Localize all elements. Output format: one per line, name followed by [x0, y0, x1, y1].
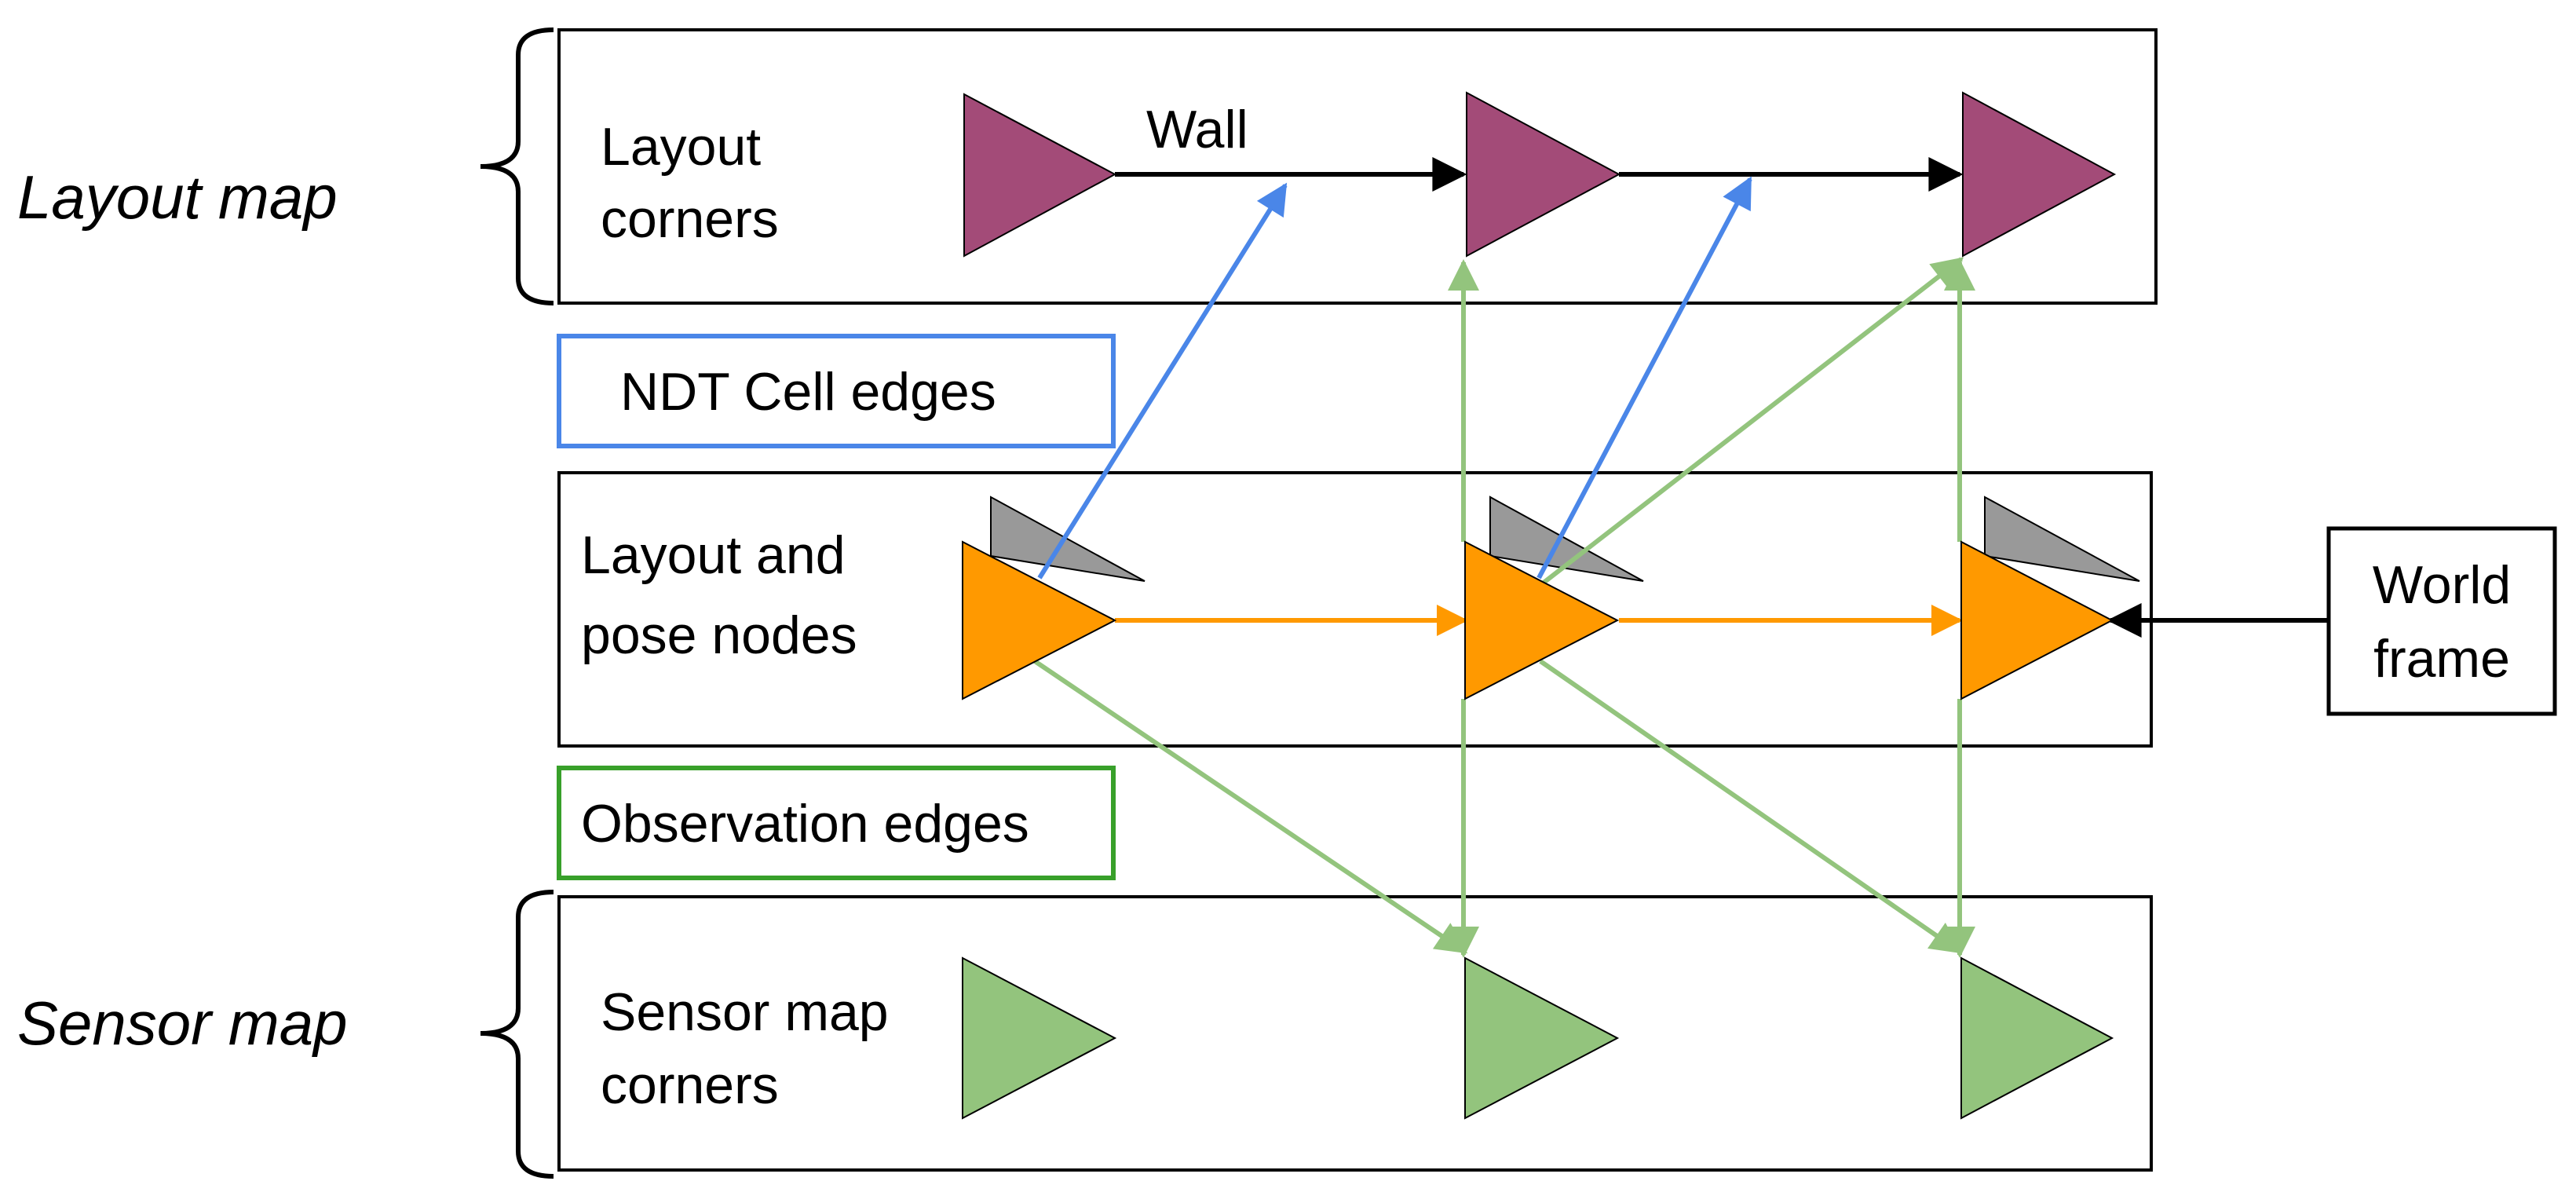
pose-shadow-2: [1489, 495, 1644, 582]
sensor-map-label: Sensor map: [17, 989, 348, 1058]
pose-shadow-1: [990, 495, 1145, 582]
observation-legend-box: [557, 766, 1116, 880]
layout-corner-node-2: [1466, 91, 1621, 258]
pose-node-1: [962, 540, 1117, 700]
layout-corners-box: [557, 28, 2158, 305]
ndt-edge-2: [1536, 176, 1752, 580]
ndt-legend-label: NDT Cell edges: [620, 362, 996, 422]
wall-label: Wall: [1146, 100, 1248, 159]
sensor-map-corners-box: [557, 895, 2153, 1172]
layout-map-brace: [480, 27, 554, 305]
pose-shadow-3: [1984, 495, 2140, 582]
sensor-corner-node-2: [1464, 956, 1620, 1120]
pose-node-2: [1464, 540, 1620, 700]
ndt-edge-1: [1037, 182, 1288, 580]
observation-edge-2: [1542, 257, 1964, 585]
layout-corners-label-line1: Layout: [601, 117, 761, 177]
sensor-map-corners-label-line2: corners: [601, 1055, 779, 1115]
sensor-map-brace: [480, 890, 554, 1179]
sensor-corner-node-1: [962, 956, 1117, 1120]
layout-map-label: Layout map: [17, 163, 338, 232]
sensor-map-corners-label-line1: Sensor map: [601, 982, 889, 1042]
sensor-corner-node-3: [1960, 956, 2114, 1120]
layout-corners-label-line2: corners: [601, 189, 779, 249]
layout-pose-nodes-label-line2: pose nodes: [581, 605, 857, 665]
pose-node-3: [1960, 540, 2114, 700]
ndt-legend-box: [557, 334, 1116, 448]
observation-edge-6: [1539, 659, 1963, 954]
world-frame-label-line1: World: [2373, 555, 2511, 615]
world-frame-label-line2: frame: [2373, 629, 2510, 689]
layout-pose-nodes-label-line1: Layout and: [581, 525, 846, 585]
observation-legend-label: Observation edges: [581, 794, 1029, 854]
world-frame-box: [2326, 526, 2557, 716]
layout-corner-node-3: [1962, 91, 2117, 258]
layout-corner-node-1: [963, 93, 1117, 258]
layout-pose-nodes-box: [557, 471, 2153, 748]
observation-edge-4: [1033, 659, 1468, 954]
